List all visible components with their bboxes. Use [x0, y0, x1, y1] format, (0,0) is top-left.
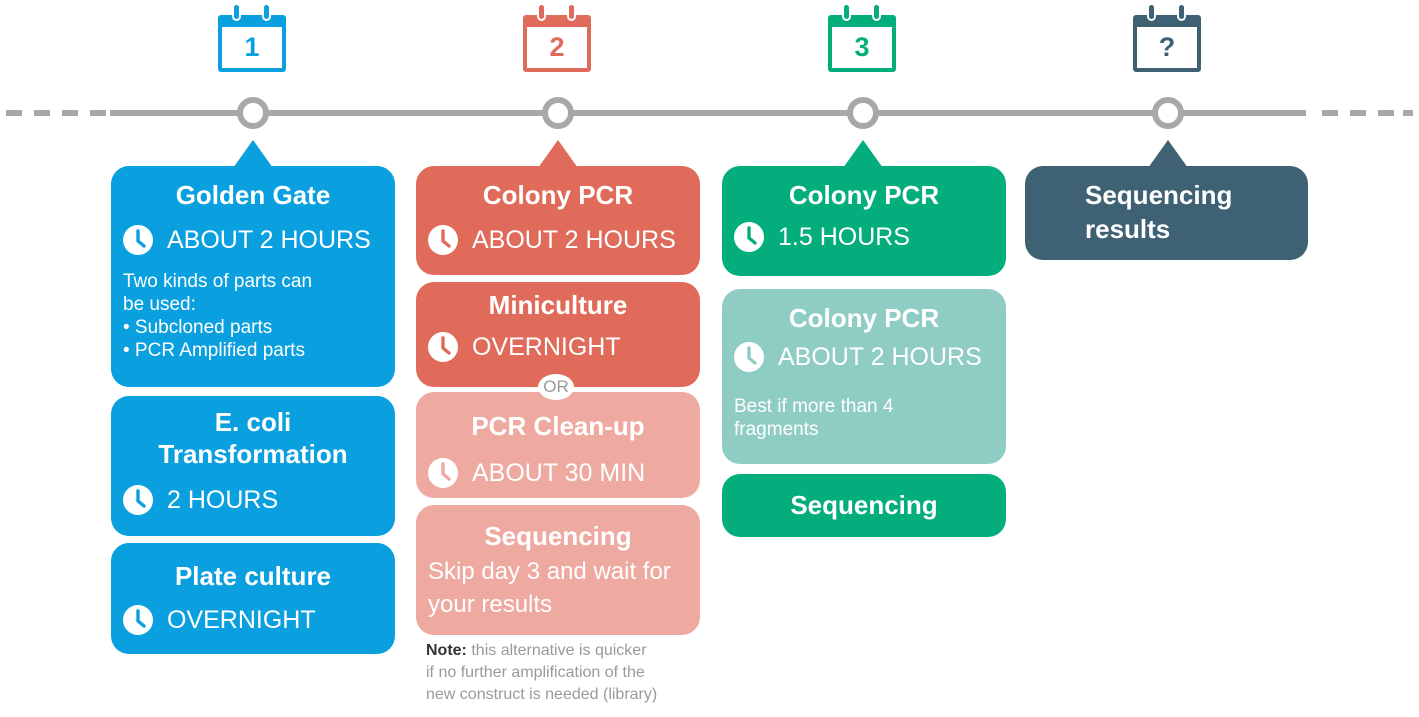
day-3-calendar-icon: 3 — [828, 5, 896, 72]
day-2-label: 2 — [549, 32, 565, 62]
sequencing-day3-title: Sequencing — [790, 490, 938, 520]
note-line: if no further amplification of the — [426, 664, 645, 681]
timeline-dash — [6, 110, 22, 116]
colony-pcr-optional-description: Best if more than 4 fragments — [734, 395, 893, 441]
clock-icon — [123, 225, 153, 255]
timeline-dash — [1350, 110, 1366, 116]
timeline-dash — [1322, 110, 1338, 116]
golden-gate-desc-line: Two kinds of parts can — [123, 271, 313, 292]
clock-icon — [428, 332, 458, 362]
colony-pcr-day3-title: Colony PCR — [788, 180, 940, 210]
colony-pcr-optional-duration: ABOUT 2 HOURS — [734, 342, 982, 372]
golden-gate-description: Two kinds of parts can be used: • Subclo… — [123, 270, 312, 362]
timeline-node-day-3 — [847, 97, 879, 129]
day-4-label: ? — [1158, 32, 1176, 62]
pcr-cleanup-duration: ABOUT 30 MIN — [428, 458, 645, 488]
colony-pcr-optional-card: Colony PCR ABOUT 2 HOURS Best if more th… — [722, 289, 1006, 464]
sequencing-day2-title: Sequencing — [484, 521, 632, 551]
timeline-dash — [90, 110, 106, 116]
clock-icon — [734, 222, 764, 252]
colony-pcr-day2-title: Colony PCR — [482, 180, 634, 210]
golden-gate-desc-bullet: • Subcloned parts — [123, 317, 273, 338]
colony-pcr-day3-card: Colony PCR 1.5 HOURS — [722, 166, 1006, 276]
colony-pcr-day2-duration-text: ABOUT 2 HOURS — [472, 226, 676, 254]
timeline-dash — [34, 110, 50, 116]
note-line: new construct is needed (library) — [426, 686, 658, 703]
sequencing-day2-description: Skip day 3 and wait for your results — [428, 555, 671, 621]
note-line: this alternative is quicker — [471, 642, 647, 659]
timeline-node-day-1 — [237, 97, 269, 129]
sequencing-day2-desc-line: your results — [428, 591, 553, 618]
transformation-title-line2: Transformation — [158, 439, 348, 469]
or-separator: OR — [538, 374, 574, 400]
plate-culture-duration-text: OVERNIGHT — [167, 606, 316, 634]
timeline-line — [110, 110, 1306, 116]
colony-pcr-day2-duration: ABOUT 2 HOURS — [428, 225, 676, 255]
golden-gate-title: Golden Gate — [175, 180, 331, 210]
timeline-node-day-4 — [1152, 97, 1184, 129]
day-3-label: 3 — [854, 32, 870, 62]
day-1-label: 1 — [244, 32, 260, 62]
pcr-cleanup-card: PCR Clean-up ABOUT 30 MIN — [416, 392, 700, 498]
sequencing-results-title: Sequencing results — [1085, 178, 1232, 246]
golden-gate-duration: ABOUT 2 HOURS — [123, 225, 371, 255]
colony-pcr-optional-title: Colony PCR — [788, 303, 940, 333]
timeline-node-day-2 — [542, 97, 574, 129]
miniculture-duration-text: OVERNIGHT — [472, 333, 621, 361]
clock-icon — [123, 485, 153, 515]
transformation-duration-text: 2 HOURS — [167, 486, 279, 514]
clock-icon — [123, 605, 153, 635]
golden-gate-desc-bullet: • PCR Amplified parts — [123, 340, 305, 361]
plate-culture-card: Plate culture OVERNIGHT — [111, 543, 395, 654]
day-4-calendar-icon: ? — [1133, 5, 1201, 72]
transformation-title-line1: E. coli — [214, 407, 292, 437]
clock-icon — [428, 458, 458, 488]
golden-gate-desc-line: be used: — [123, 294, 196, 315]
timeline-dash — [62, 110, 78, 116]
day-1-pointer — [233, 140, 273, 168]
colony-pcr-day3-duration-text: 1.5 HOURS — [778, 223, 910, 251]
day-2-pointer — [538, 140, 578, 168]
day2-note: Note: this alternative is quicker if no … — [426, 640, 716, 706]
sequencing-day2-desc-line: Skip day 3 and wait for — [428, 558, 671, 585]
day-4-pointer — [1148, 140, 1188, 168]
sequencing-day2-card: Sequencing Skip day 3 and wait for your … — [416, 505, 700, 635]
colony-pcr-day2-card: Colony PCR ABOUT 2 HOURS — [416, 166, 700, 275]
sequencing-results-title-line: results — [1085, 214, 1171, 244]
miniculture-title: Miniculture — [488, 290, 628, 320]
day-2-calendar-icon: 2 — [523, 5, 591, 72]
clock-icon — [428, 225, 458, 255]
day-3-pointer — [843, 140, 883, 168]
miniculture-duration: OVERNIGHT — [428, 332, 621, 362]
golden-gate-duration-text: ABOUT 2 HOURS — [167, 226, 371, 254]
golden-gate-card: Golden Gate ABOUT 2 HOURS Two kinds of p… — [111, 166, 395, 387]
note-label: Note: — [426, 642, 467, 659]
transformation-duration: 2 HOURS — [123, 485, 278, 515]
timeline-dash — [1403, 110, 1413, 116]
transformation-card: E. coli Transformation 2 HOURS — [111, 396, 395, 536]
plate-culture-duration: OVERNIGHT — [123, 605, 316, 635]
day-1-calendar-icon: 1 — [218, 5, 286, 72]
timeline-dash — [1378, 110, 1394, 116]
colony-pcr-day3-duration: 1.5 HOURS — [734, 222, 910, 252]
miniculture-card: Miniculture OVERNIGHT — [416, 282, 700, 387]
colony-pcr-optional-desc-line: Best if more than 4 — [734, 396, 894, 417]
plate-culture-title: Plate culture — [174, 561, 332, 591]
sequencing-results-title-line: Sequencing — [1085, 180, 1233, 210]
clock-icon — [734, 342, 764, 372]
sequencing-day3-card: Sequencing — [722, 474, 1006, 537]
colony-pcr-optional-duration-text: ABOUT 2 HOURS — [778, 343, 982, 371]
colony-pcr-optional-desc-line: fragments — [734, 419, 819, 440]
pcr-cleanup-duration-text: ABOUT 30 MIN — [472, 459, 646, 487]
sequencing-results-card: Sequencing results — [1025, 166, 1308, 260]
pcr-cleanup-title: PCR Clean-up — [471, 411, 645, 441]
